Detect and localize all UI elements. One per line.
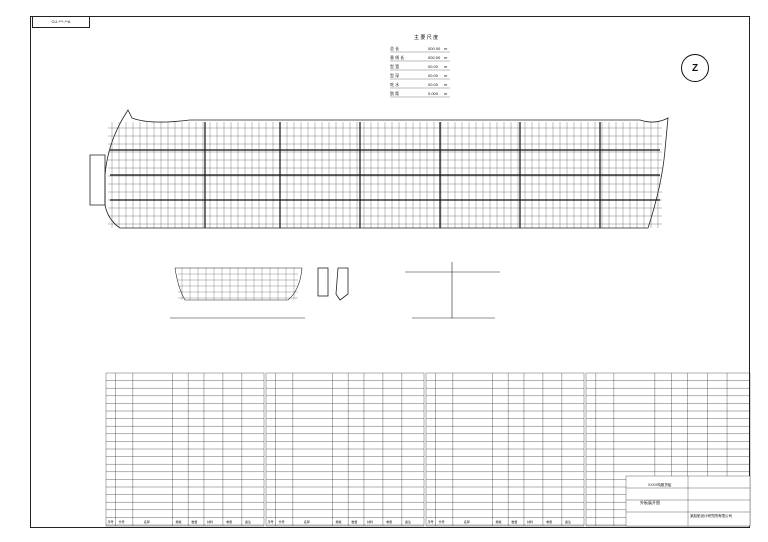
table-header-cell: 名称 (303, 520, 310, 524)
table-header-cell: 序号 (427, 520, 434, 524)
particular-unit: m (444, 73, 448, 78)
table-header-cell: 重量 (546, 520, 553, 524)
table-header-cell: 材料 (367, 520, 374, 524)
particular-unit: m (444, 91, 448, 96)
table-header-cell: 名称 (143, 520, 150, 524)
table-header-cell: 规格 (175, 520, 182, 524)
table-header-cell: 数量 (191, 520, 198, 524)
table-block (265, 372, 425, 527)
table-header-cell: 代号 (278, 520, 285, 524)
section-view-a (170, 267, 305, 319)
particular-value: 000.00 (428, 46, 441, 51)
table-header-cell: 重量 (386, 520, 393, 524)
table-header-cell: 规格 (495, 520, 502, 524)
particular-unit: m (444, 64, 448, 69)
particulars-grid (390, 51, 450, 98)
particular-unit: m (444, 55, 448, 60)
particular-label: 型 深 (390, 73, 400, 78)
table-header-cell: 备注 (245, 520, 252, 524)
company-name: 某船舶设计研究院有限公司 (690, 514, 732, 518)
table-header-cell: 规格 (335, 520, 342, 524)
strake-lines (110, 122, 660, 228)
table-header-cell: 数量 (511, 520, 518, 524)
parts-tables (105, 372, 751, 527)
particular-label: 吃 水 (390, 82, 400, 87)
table-header-cell: 序号 (107, 520, 114, 524)
table-header-cell: 名称 (463, 520, 470, 524)
table-header-cell: 序号 (267, 520, 274, 524)
table-header-cell: 备注 (405, 520, 412, 524)
particular-value: 00.00 (428, 82, 439, 87)
table-header-cell: 代号 (438, 520, 445, 524)
table-header-cell: 材料 (207, 520, 214, 524)
particular-label: 型 宽 (390, 64, 400, 69)
table-header-cell: 代号 (118, 520, 125, 524)
section-grid (178, 268, 298, 300)
drawing-name: 外板展开图 (640, 500, 660, 505)
drawing-number-tag: CU-***-**A (32, 16, 90, 28)
particular-unit: m (444, 82, 448, 87)
profile-t-section (405, 262, 500, 319)
drawing-frame (30, 16, 750, 528)
particular-label: 肋 距 (390, 91, 400, 96)
company-logo: Z (681, 54, 709, 82)
ship-label: XXXX吨散货船 (648, 483, 672, 487)
particular-unit: m (444, 46, 448, 51)
table-header-cell: 重量 (226, 520, 233, 524)
particular-label: 总 长 (390, 46, 400, 51)
table-header-cell: 备注 (565, 520, 572, 524)
particular-value: 00.00 (428, 73, 439, 78)
hull-outline (89, 109, 669, 229)
table-block (105, 372, 265, 527)
particular-value: 0.000 (428, 91, 439, 96)
particulars-title: 主 要 尺 度 (414, 35, 439, 41)
detail-view-b (317, 267, 349, 301)
table-header-cell: 材料 (527, 520, 534, 524)
table-header-cell: 数量 (351, 520, 358, 524)
particular-label: 垂 线 长 (390, 55, 405, 60)
particular-value: 00.00 (428, 64, 439, 69)
particular-value: 000.00 (428, 55, 441, 60)
table-block (425, 372, 585, 527)
